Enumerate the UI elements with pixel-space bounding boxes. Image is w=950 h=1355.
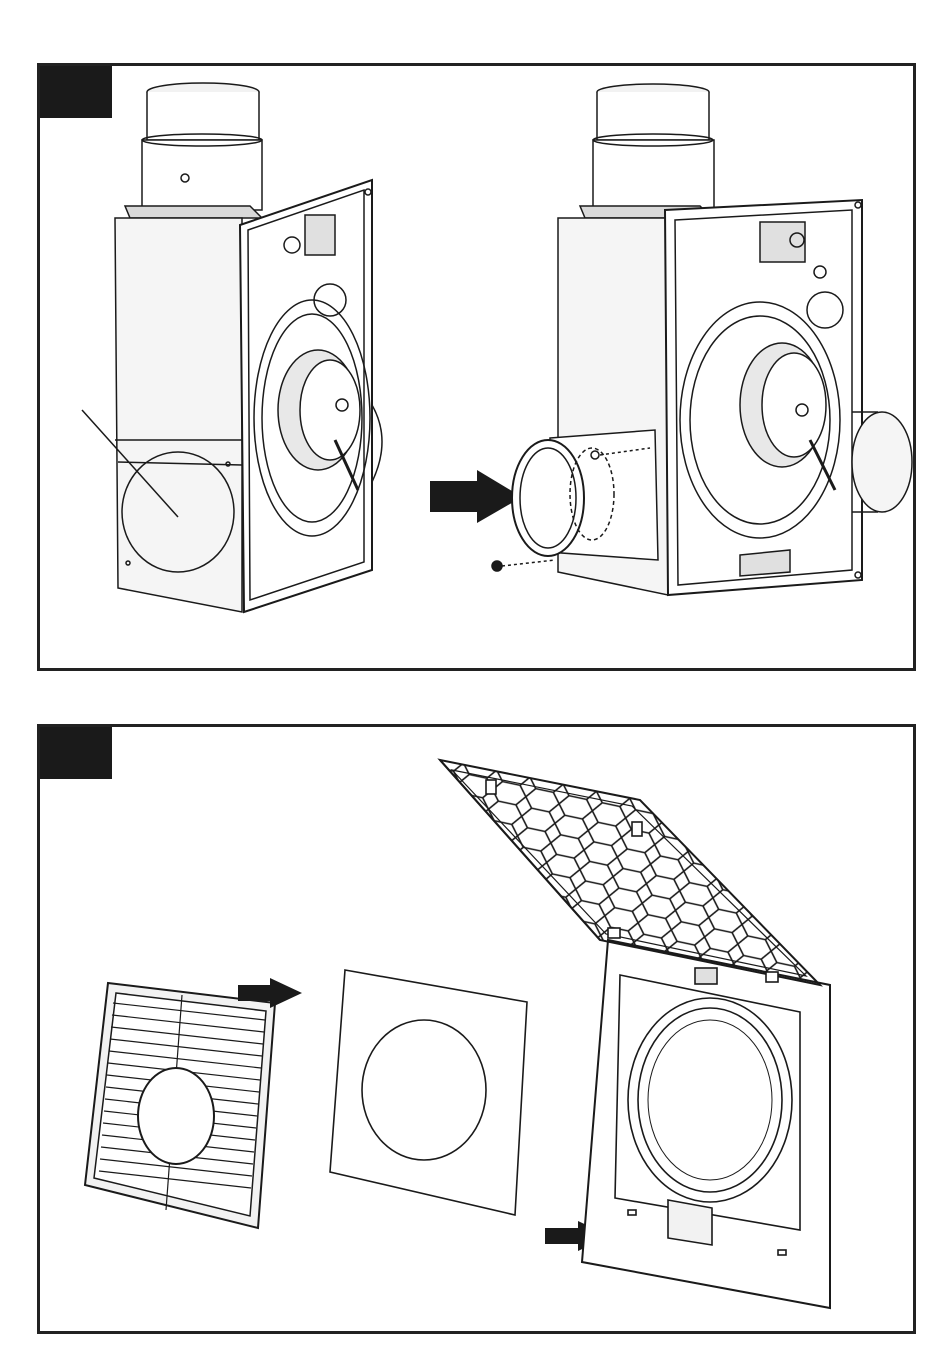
gasket-sheet [330, 970, 527, 1215]
insert-arrow [430, 470, 522, 523]
louvred-grille [85, 983, 275, 1228]
fan-unit-with-side-spigot [492, 84, 912, 595]
fan-unit-without-spigot [82, 83, 382, 612]
